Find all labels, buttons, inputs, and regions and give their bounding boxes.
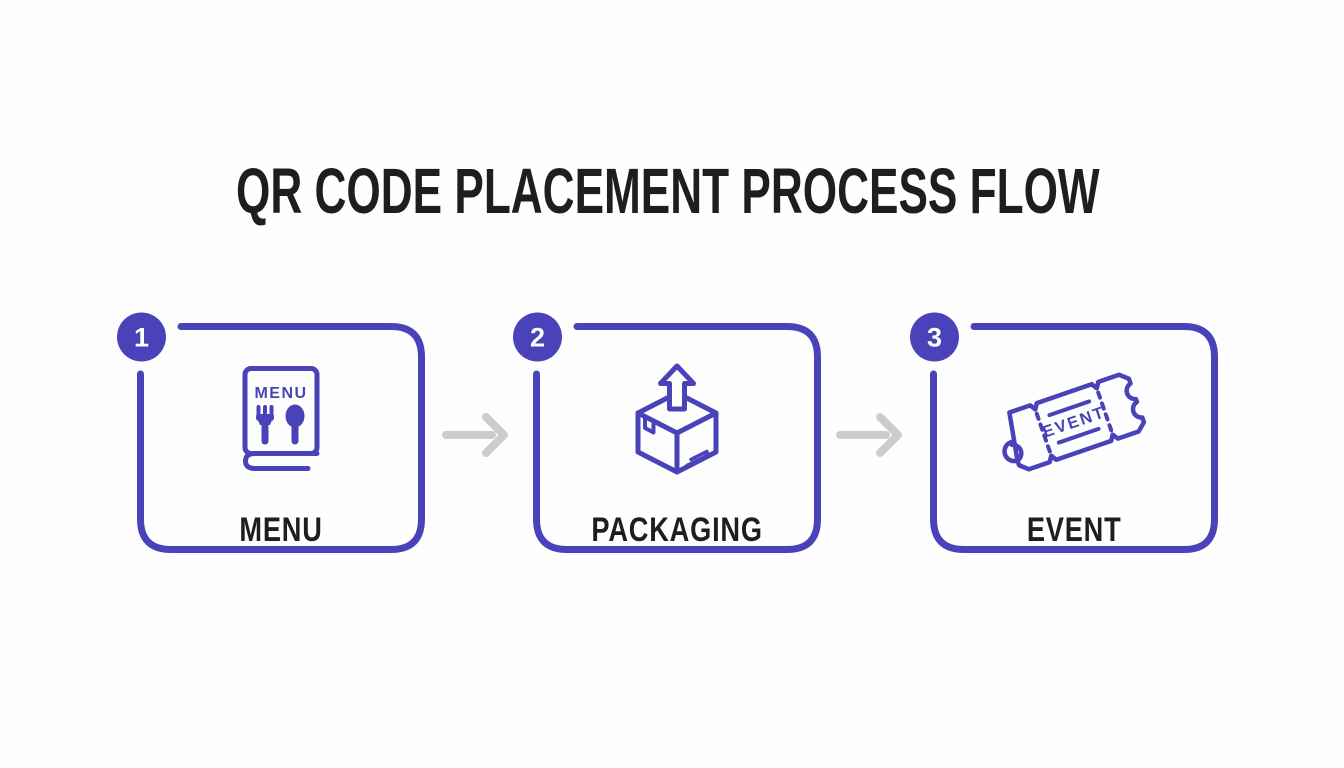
menu-icon-text: MENU	[254, 385, 307, 402]
book-cover	[242, 366, 320, 456]
step-number-badge: 3	[910, 312, 959, 362]
ticket-outline	[1002, 372, 1147, 472]
step-card-packaging: 2 PACKAGING	[513, 312, 821, 553]
menu-book-icon: MENU	[242, 366, 320, 471]
badge-circle	[117, 312, 166, 362]
event-ticket-icon: EVENT	[1002, 372, 1147, 472]
ticket-rule-bottom	[1056, 426, 1101, 445]
flow-arrow-right-icon	[442, 413, 508, 457]
badge-number: 3	[927, 323, 942, 353]
package-box-icon	[635, 363, 719, 475]
badge-circle	[513, 312, 562, 362]
box-tape-tab	[643, 414, 656, 435]
page-title: QR CODE PLACEMENT PROCESS FLOW	[0, 158, 1336, 224]
step-card-event: 3 EVENT EVENT	[910, 312, 1218, 553]
step-number-badge: 2	[513, 312, 562, 362]
spoon-glyph	[285, 404, 305, 445]
card-border-frame: 3	[910, 312, 1218, 553]
ticket-rule-top	[1047, 399, 1092, 418]
card-border-frame: 2	[513, 312, 821, 553]
step-number-badge: 1	[117, 312, 166, 362]
ticket-perforation-right	[1096, 390, 1114, 434]
card-border	[533, 323, 821, 553]
fork-glyph	[256, 405, 274, 445]
up-arrow-glyph	[658, 363, 696, 412]
badge-circle	[910, 312, 959, 362]
ticket-perforation-left	[1034, 411, 1053, 455]
card-border-frame: 1	[117, 312, 425, 553]
page-title-text: QR CODE PLACEMENT PROCESS FLOW	[236, 155, 1100, 227]
badge-number: 1	[134, 323, 149, 353]
step-label: MENU	[239, 511, 323, 549]
book-spine	[243, 451, 320, 471]
badge-number: 2	[530, 323, 545, 353]
step-label: PACKAGING	[591, 511, 763, 549]
card-border	[930, 323, 1218, 553]
flow-arrow-right-icon	[836, 413, 902, 457]
card-border	[137, 323, 425, 553]
step-label: EVENT	[1026, 511, 1122, 549]
box-label-lines	[685, 449, 709, 468]
step-card-menu: 1 MENU MENU	[117, 312, 425, 553]
box-cube	[635, 390, 719, 475]
